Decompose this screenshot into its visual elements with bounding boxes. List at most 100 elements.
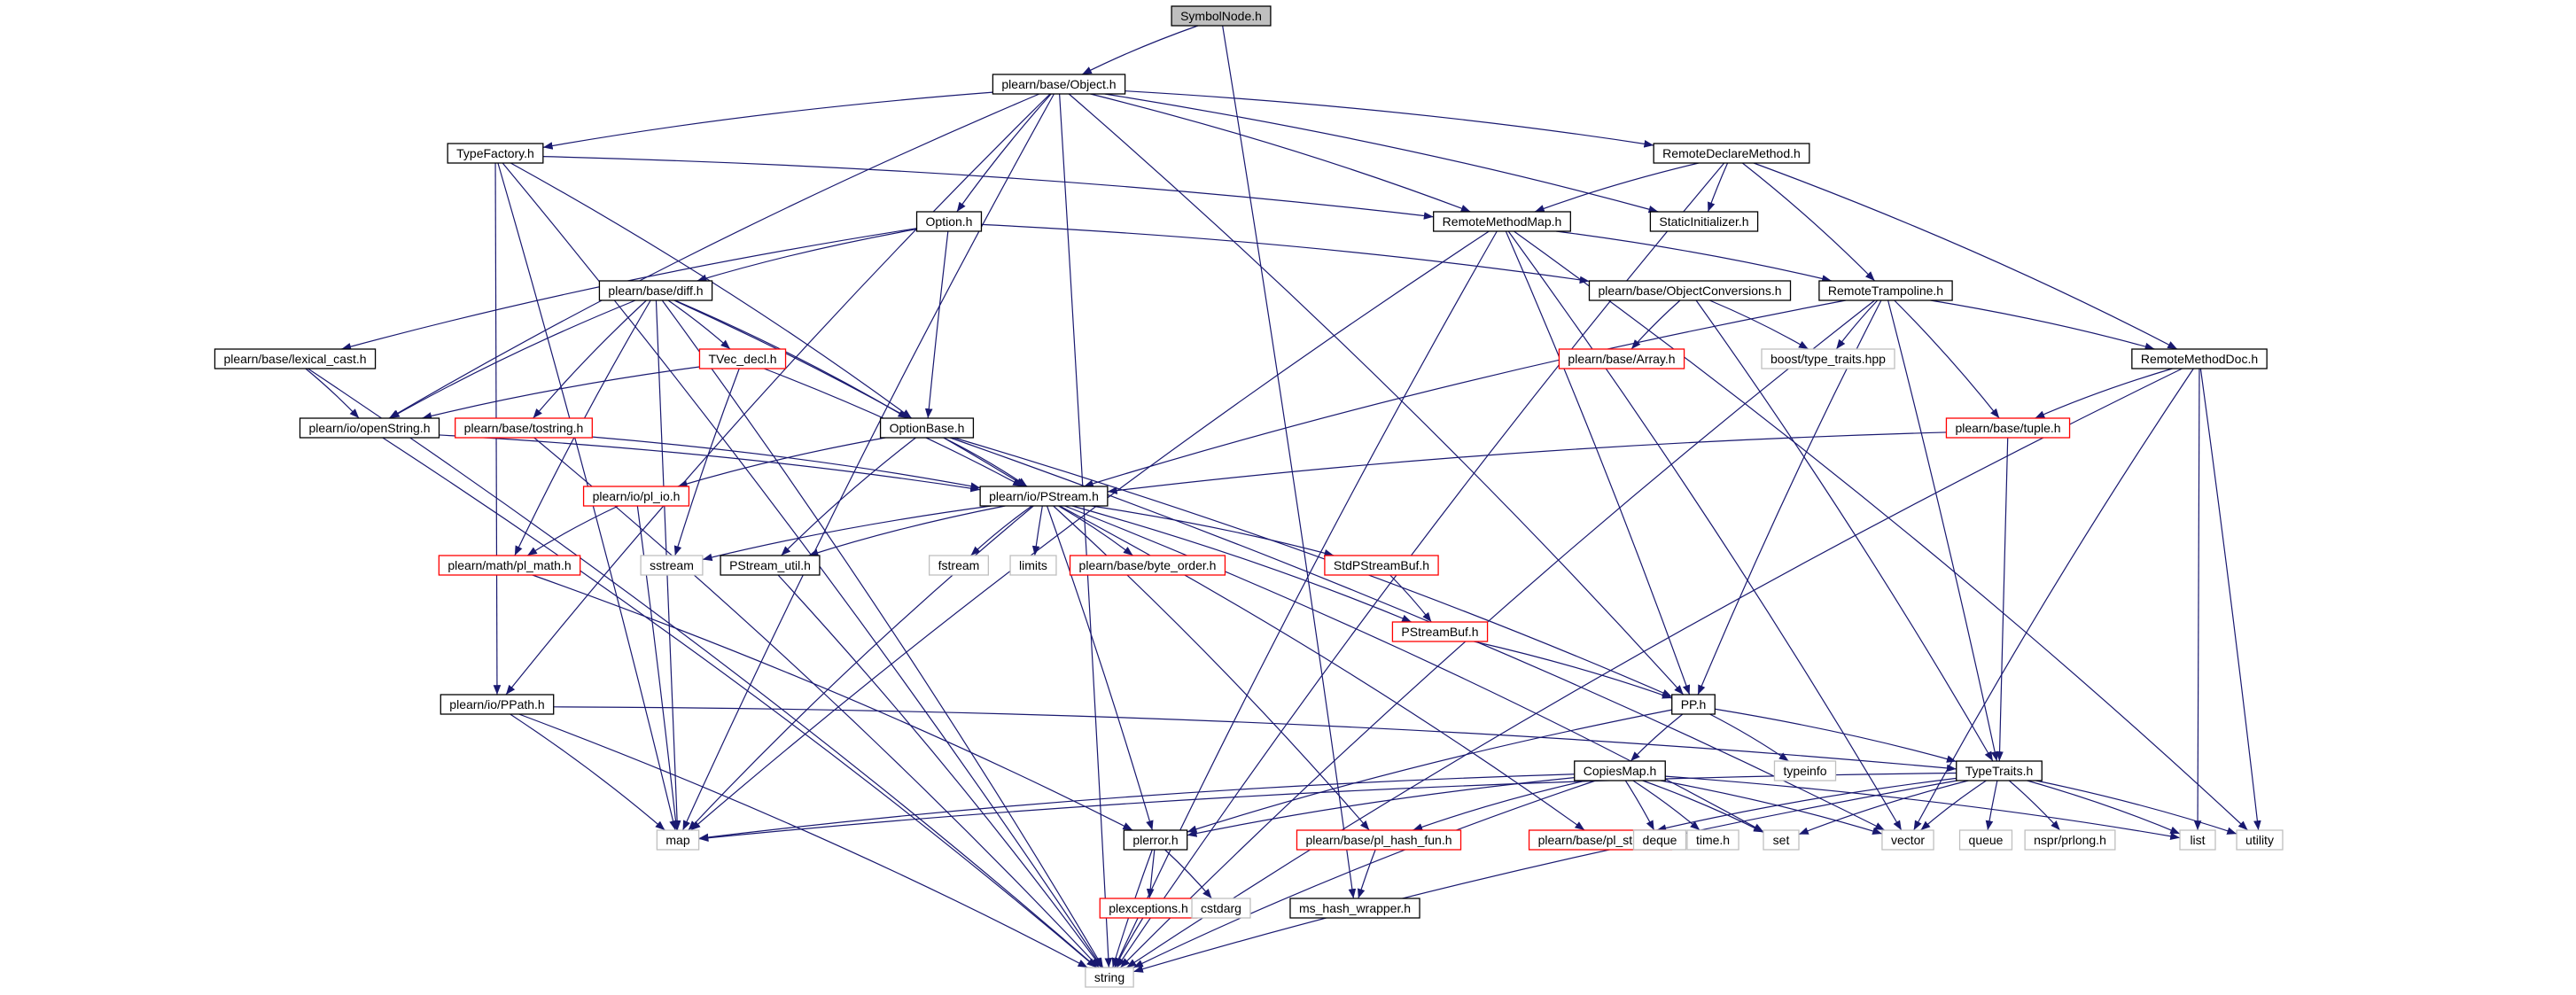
node-box (1956, 760, 2043, 781)
node-pstreamutil[interactable]: PStream_util.h (720, 555, 821, 576)
node-label: plerror.h (1132, 833, 1178, 847)
edge-pp-to-copiesmap (1630, 713, 1684, 762)
node-tostring[interactable]: plearn/base/tostring.h (455, 417, 593, 439)
node-box (1881, 829, 1934, 851)
node-pstreambuf[interactable]: PStreamBuf.h (1391, 621, 1489, 642)
node-label: fstream (938, 558, 980, 572)
node-plio[interactable]: plearn/io/pl_io.h (582, 486, 690, 507)
edge-tvecdecl-to-openstring (422, 366, 700, 420)
edge-pp-to-typeinfo (1709, 713, 1789, 762)
node-copiesmap[interactable]: CopiesMap.h (1574, 760, 1666, 781)
node-box (656, 829, 700, 851)
node-option[interactable]: Option.h (915, 211, 983, 232)
node-typeinfo: typeinfo (1773, 760, 1837, 781)
node-staticinit[interactable]: StaticInitializer.h (1649, 211, 1759, 232)
edge-objconv-to-typetraits (1695, 299, 1994, 762)
edge-remotetrampoline-to-string (1120, 299, 1875, 968)
edge-object-to-string (1059, 93, 1113, 968)
node-label: set (1773, 833, 1790, 847)
edge-object-to-ppath (505, 93, 1051, 696)
node-label: plearn/base/Object.h (1001, 77, 1116, 91)
edge-remotedeclare-to-remotemethoddoc (1753, 162, 2178, 350)
edge-tostring-to-string (533, 437, 1100, 968)
node-box (2024, 829, 2116, 851)
edge-remotetrampoline-to-remotemethoddoc (1930, 299, 2155, 351)
edge-tostring-to-pstream (592, 436, 981, 490)
edge-option-to-optionbase (924, 230, 949, 419)
node-plmath[interactable]: plearn/math/pl_math.h (438, 555, 581, 576)
node-box (1085, 967, 1134, 988)
node-objconv[interactable]: plearn/base/ObjectConversions.h (1588, 280, 1792, 301)
edge-optionbase-to-plio (677, 437, 886, 488)
node-remotetrampoline[interactable]: RemoteTrampoline.h (1818, 280, 1953, 301)
node-box (438, 555, 581, 576)
node-diff[interactable]: plearn/base/diff.h (598, 280, 713, 301)
node-symbolnode[interactable]: SymbolNode.h (1171, 5, 1272, 27)
node-label: TypeFactory.h (456, 146, 534, 160)
node-typefactory[interactable]: TypeFactory.h (447, 143, 544, 164)
node-ppath[interactable]: plearn/io/PPath.h (440, 694, 555, 715)
node-label: cstdarg (1201, 901, 1241, 915)
node-label: PP.h (1681, 697, 1707, 711)
edge-pstream-to-stdpstreambuf (1091, 505, 1335, 557)
edge-typetraits-to-string (1132, 780, 1957, 973)
edge-symbolnode-to-object (1081, 25, 1199, 75)
node-box (1818, 280, 1953, 301)
node-plexceptions[interactable]: plexceptions.h (1099, 898, 1198, 919)
node-label: plexceptions.h (1109, 901, 1188, 915)
edge-object-to-staticinit (1104, 93, 1659, 214)
edge-remotemethodmap-to-utility (1514, 230, 2248, 831)
node-label: limits (1019, 558, 1047, 572)
node-byteorder[interactable]: plearn/base/byte_order.h (1069, 555, 1226, 576)
node-plhashfun[interactable]: plearn/base/pl_hash_fun.h (1296, 829, 1462, 851)
node-lexicalcast[interactable]: plearn/base/lexical_cast.h (214, 348, 377, 369)
node-openstring[interactable]: plearn/io/openString.h (299, 417, 440, 439)
node-box (879, 417, 975, 439)
edge-typetraits-to-utility (2035, 780, 2237, 835)
node-remotedeclare[interactable]: RemoteDeclareMethod.h (1653, 143, 1810, 164)
node-label: sstream (650, 558, 694, 572)
node-box (640, 555, 704, 576)
node-remotemethoddoc[interactable]: RemoteMethodDoc.h (2131, 348, 2268, 369)
edge-object-to-openstring (388, 93, 1040, 419)
edge-copiesmap-to-vector (1660, 780, 1883, 836)
edge-pstream-to-fstream (970, 505, 1032, 556)
edge-layer (305, 25, 2261, 973)
edge-remotemethoddoc-to-tuple (2035, 368, 2173, 419)
edge-pp-to-typetraits (1715, 708, 1957, 763)
node-cstdarg: cstdarg (1191, 898, 1251, 919)
edge-pstream-to-byteorder (1058, 505, 1133, 556)
node-label: plearn/io/pl_io.h (593, 489, 681, 503)
node-optionbase[interactable]: OptionBase.h (879, 417, 975, 439)
node-object[interactable]: plearn/base/Object.h (992, 74, 1126, 95)
edge-pstreamutil-to-string (777, 574, 1102, 968)
node-array[interactable]: plearn/base/Array.h (1558, 348, 1685, 369)
edge-pstream-to-pstreambuf (1071, 505, 1413, 623)
edge-copiesmap-to-map (698, 773, 1575, 842)
edge-typetraits-to-map (698, 772, 1957, 842)
node-pp[interactable]: PP.h (1671, 694, 1716, 715)
node-mshash[interactable]: ms_hash_wrapper.h (1289, 898, 1420, 919)
edge-remotedeclare-to-remotemethodmap (1534, 162, 1700, 213)
node-plerror[interactable]: plerror.h (1123, 829, 1188, 851)
edge-plerror-to-plexceptions (1146, 849, 1156, 899)
node-label: queue (1969, 833, 2004, 847)
node-remotemethodmap[interactable]: RemoteMethodMap.h (1433, 211, 1571, 232)
node-tuple[interactable]: plearn/base/tuple.h (1945, 417, 2071, 439)
node-box (1171, 5, 1272, 27)
node-label: plearn/base/tostring.h (464, 421, 584, 435)
node-typetraits[interactable]: TypeTraits.h (1956, 760, 2043, 781)
edge-remotemethoddoc-to-list (2193, 368, 2202, 831)
node-label: TypeTraits.h (1965, 764, 2034, 778)
node-label: RemoteDeclareMethod.h (1662, 146, 1801, 160)
edge-openstring-to-string (382, 437, 1097, 968)
node-box (979, 486, 1109, 507)
node-box (992, 74, 1126, 95)
node-stdpstreambuf[interactable]: StdPStreamBuf.h (1324, 555, 1439, 576)
edge-typetraits-to-queue (1985, 780, 1998, 831)
node-tvecdecl[interactable]: TVec_decl.h (698, 348, 787, 369)
node-label: plearn/math/pl_math.h (447, 558, 571, 572)
node-pstream[interactable]: plearn/io/PStream.h (979, 486, 1109, 507)
node-box (1296, 829, 1462, 851)
node-label: plearn/base/pl_stdint.h (1538, 833, 1663, 847)
